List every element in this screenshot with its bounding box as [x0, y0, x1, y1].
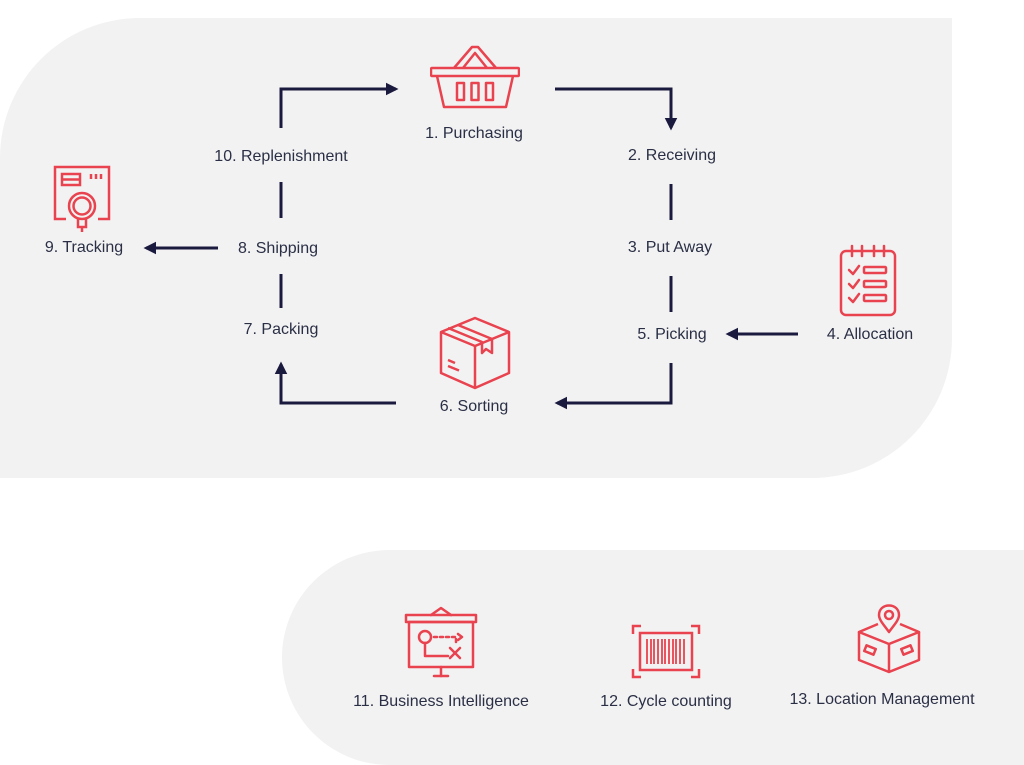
box-icon [439, 316, 511, 390]
feature-label-location-management: 13. Location Management [789, 691, 975, 708]
step-label-shipping: 8. Shipping [237, 240, 319, 257]
clipboard-checklist-icon [839, 244, 897, 317]
step-label-purchasing: 1. Purchasing [425, 125, 523, 142]
step-label-packing: 7. Packing [243, 321, 319, 338]
arrow-picking-to-sorting [554, 363, 673, 410]
step-label-picking: 5. Picking [637, 326, 707, 343]
package-search-icon [53, 165, 111, 232]
step-label-allocation: 4. Allocation [826, 326, 914, 343]
arrow-replenishment-to-purchasing [279, 82, 399, 128]
arrow-purchasing-to-receiving [555, 87, 678, 131]
basket-icon [430, 45, 520, 109]
features-panel [282, 550, 1024, 765]
step-label-put-away: 3. Put Away [627, 239, 713, 256]
feature-label-cycle-counting: 12. Cycle counting [600, 693, 732, 710]
step-label-sorting: 6. Sorting [439, 398, 509, 415]
box-location-pin-icon [857, 604, 921, 674]
arrow-sorting-to-packing [274, 361, 396, 405]
presentation-board-icon [404, 606, 478, 678]
barcode-scan-icon [631, 624, 701, 679]
feature-label-business-intelligence: 11. Business Intelligence [353, 693, 529, 710]
step-label-receiving: 2. Receiving [627, 147, 717, 164]
step-label-replenishment: 10. Replenishment [214, 148, 348, 165]
step-label-tracking: 9. Tracking [44, 239, 124, 256]
